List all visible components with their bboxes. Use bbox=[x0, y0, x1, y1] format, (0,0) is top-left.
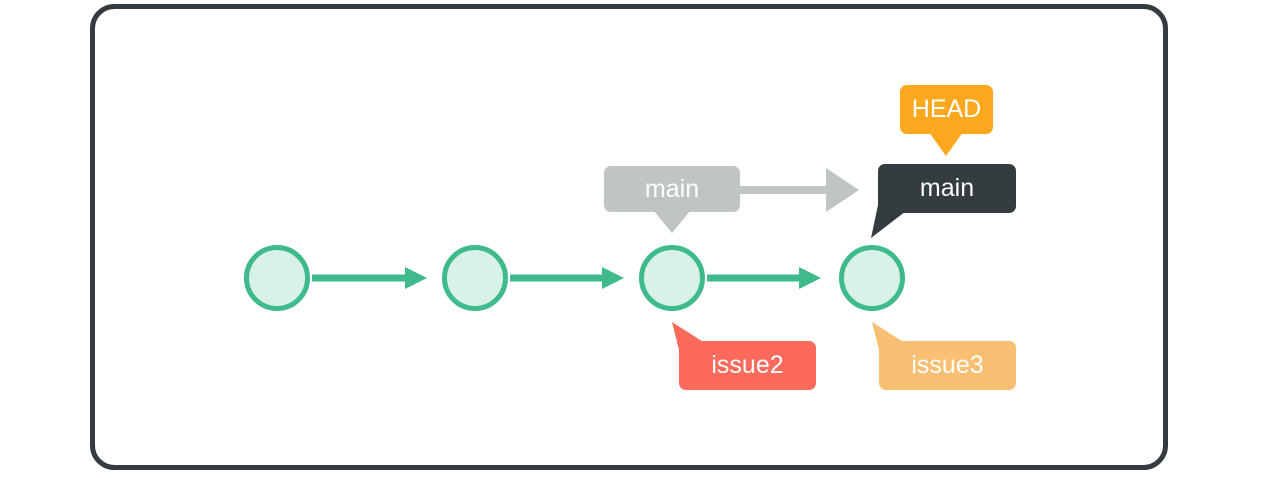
branch-label-main-shape[interactable] bbox=[871, 164, 1016, 238]
branch-move-arrow bbox=[738, 168, 859, 212]
commit-node-1[interactable] bbox=[244, 245, 310, 311]
branch-label-issue2-shape[interactable] bbox=[672, 322, 816, 390]
commit-arrow-3-4 bbox=[707, 267, 821, 289]
commit-node-3[interactable] bbox=[639, 245, 705, 311]
diagram-frame bbox=[90, 4, 1168, 470]
head-pointer-shape[interactable] bbox=[900, 85, 993, 156]
commit-node-2[interactable] bbox=[442, 245, 508, 311]
branch-label-issue3-shape[interactable] bbox=[872, 322, 1016, 390]
commit-arrow-1-2 bbox=[312, 267, 427, 289]
commit-node-4[interactable] bbox=[839, 245, 905, 311]
branch-label-main-old-shape[interactable] bbox=[604, 166, 740, 233]
commit-arrow-2-3 bbox=[510, 267, 624, 289]
